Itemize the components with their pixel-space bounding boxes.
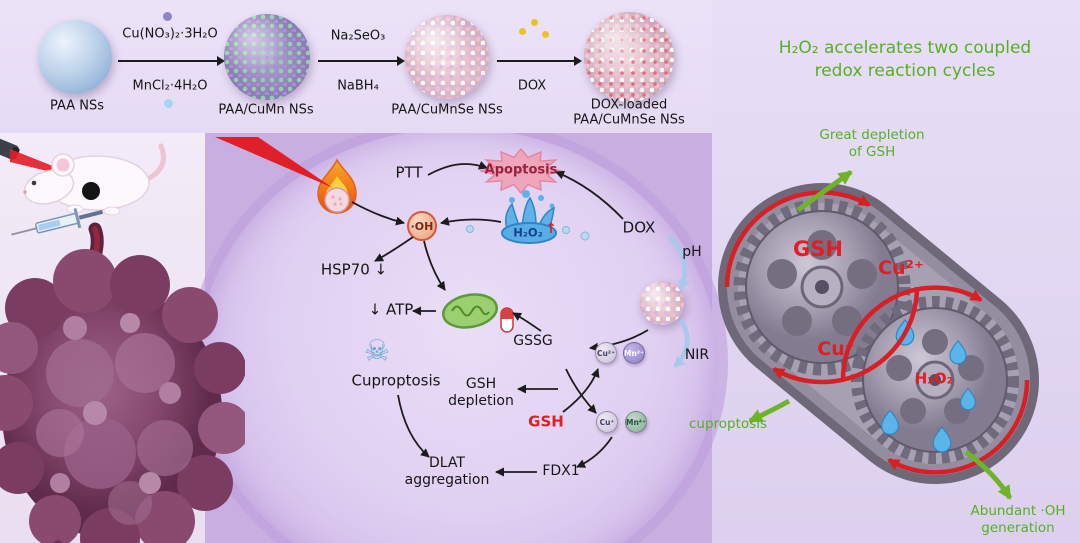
cuproptosis-green-label: cuproptosis xyxy=(688,416,768,433)
reagent-mn-label: MnCl₂·4H₂O xyxy=(132,78,208,94)
dlat-line2: aggregation xyxy=(404,471,490,488)
particle3-label: PAA/CuMnSe NSs xyxy=(391,102,503,118)
abundant-oh-line2: generation xyxy=(981,520,1055,537)
mouse-tumor-illustration xyxy=(0,133,245,543)
fireball-ptt-icon xyxy=(317,158,357,214)
dox-dot-icon xyxy=(542,31,549,38)
apoptosis-label: Apoptosis xyxy=(484,162,558,178)
h2o2-label: H₂O₂ xyxy=(513,225,543,240)
reagent-cu-label: Cu(NO₃)₂·3H₂O xyxy=(122,26,218,42)
gear-gsh-label: GSH xyxy=(793,236,843,261)
cu-salt-dot-icon xyxy=(163,12,172,21)
cu1-ion-badge: Cu⁺ xyxy=(596,411,618,433)
ph-label: pH xyxy=(682,243,702,260)
oh-radical-label: ·OH xyxy=(410,219,434,233)
dox-loaded-nanosphere-icon xyxy=(584,12,674,102)
paa-nanosphere-icon xyxy=(38,20,112,94)
cu2-ion-badge: Cu²⁺ xyxy=(595,342,617,364)
synthesis-arrow-1 xyxy=(118,56,225,66)
atp-label: ↓ ATP xyxy=(368,300,414,319)
dlat-line1: DLAT xyxy=(429,454,465,471)
oh-radical-badge: ·OH xyxy=(407,211,437,241)
mn2-ion-badge: Mn²⁺ xyxy=(623,342,645,364)
gsh-depletion-line1: GSH xyxy=(465,375,497,392)
gear-cu1-label: Cu⁺ xyxy=(817,338,855,361)
abundant-oh-line1: Abundant ·OH xyxy=(970,503,1066,520)
cell-nanoparticle-icon xyxy=(640,281,684,325)
dox-dot-icon xyxy=(531,19,538,26)
particle4-label-line1: DOX-loaded xyxy=(590,97,668,113)
particle4-label-line2: PAA/CuMnSe NSs xyxy=(573,112,685,128)
reagent-dox-label: DOX xyxy=(517,78,547,94)
capsule-icon xyxy=(500,307,514,333)
skull-icon: ☠ xyxy=(364,333,390,368)
syringe-icon xyxy=(11,208,104,236)
fdx1-label: FDX1 xyxy=(542,462,580,479)
redox-gears-illustration xyxy=(718,183,1039,484)
mn4-ion-label: Mn⁴⁺ xyxy=(625,417,647,427)
redox-cycle-arrows xyxy=(724,190,1030,475)
cuproptosis-label: Cuproptosis xyxy=(351,371,441,390)
great-depletion-line1: Great depletion xyxy=(819,127,925,144)
synthesis-arrow-3 xyxy=(497,56,582,66)
nir-label: NIR xyxy=(684,346,710,363)
gssg-label: GSSG xyxy=(513,332,553,349)
mn4-ion-badge: Mn⁴⁺ xyxy=(625,411,647,433)
gsh-red-label: GSH xyxy=(528,412,564,431)
reagent-nabh4-label: NaBH₄ xyxy=(337,78,379,94)
gsh-depletion-line2: depletion xyxy=(448,392,514,409)
ptt-label: PTT xyxy=(395,163,423,182)
mn-salt-dot-icon xyxy=(164,99,173,108)
particle2-label: PAA/CuMn NSs xyxy=(218,102,314,118)
mouse-icon xyxy=(23,143,166,216)
reagent-se-label: Na₂SeO₃ xyxy=(330,28,386,44)
paa-cumnse-nanosphere-icon xyxy=(405,15,489,99)
cu1-ion-label: Cu⁺ xyxy=(599,417,615,427)
hsp70-label: HSP70 ↓ xyxy=(320,260,388,279)
gear-cu2-label: Cu²⁺ xyxy=(878,257,924,280)
headline-line2: redox reaction cycles xyxy=(814,61,996,82)
gear-h2o2-label: H₂O₂ xyxy=(914,369,954,388)
mn2-ion-label: Mn²⁺ xyxy=(623,348,645,358)
dox-label: DOX xyxy=(622,218,656,237)
headline-line1: H₂O₂ accelerates two coupled xyxy=(778,38,1032,59)
h2o2-up-arrow: ↑ xyxy=(545,220,557,237)
cu2-ion-label: Cu²⁺ xyxy=(596,348,616,358)
paa-cumn-nanosphere-icon xyxy=(224,14,310,100)
great-depletion-line2: of GSH xyxy=(848,144,896,161)
synthesis-arrow-2 xyxy=(318,56,405,66)
mitochondria-icon xyxy=(442,293,498,329)
mouse-tumor-spot-icon xyxy=(82,182,100,200)
dox-dot-icon xyxy=(519,28,526,35)
h2o2-splash-icon xyxy=(501,190,557,244)
tumor-mass-icon xyxy=(0,222,245,543)
particle1-label: PAA NSs xyxy=(49,98,105,114)
